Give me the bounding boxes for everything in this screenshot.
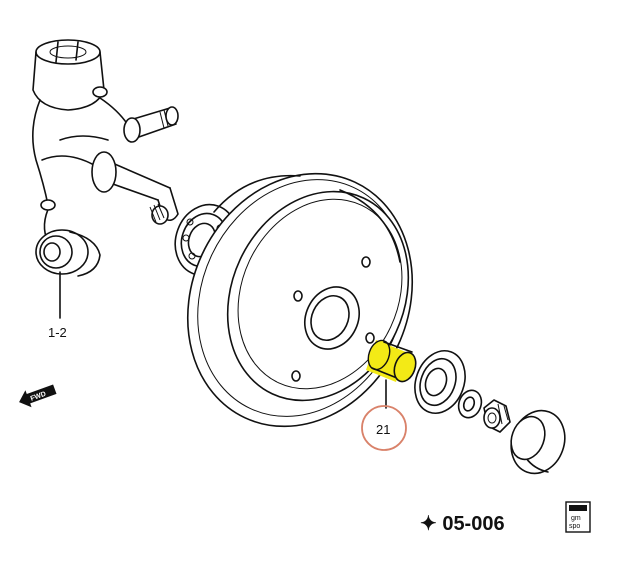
callout-circle-spacer [361,405,407,451]
washer [457,389,483,419]
callout-knuckle: 1-2 [48,271,67,340]
brake-drum [186,172,414,428]
castle-nut [483,399,511,433]
reference-code: ✦ 05-006 [420,513,505,535]
badge-line1: gm [571,515,581,522]
callout-spacer: 21 [361,379,407,451]
steering-knuckle [32,39,179,277]
spacer-highlighted [366,339,417,383]
callout-label-spacer: 21 [376,422,390,437]
gmspo-logo-icon: gm spo [565,501,591,533]
badge-line2: spo [569,523,580,530]
dust-cap [510,409,566,475]
callout-label-knuckle: 1-2 [48,325,67,340]
outer-bearing [414,350,466,414]
fwd-arrow-icon: FWD [19,384,57,408]
